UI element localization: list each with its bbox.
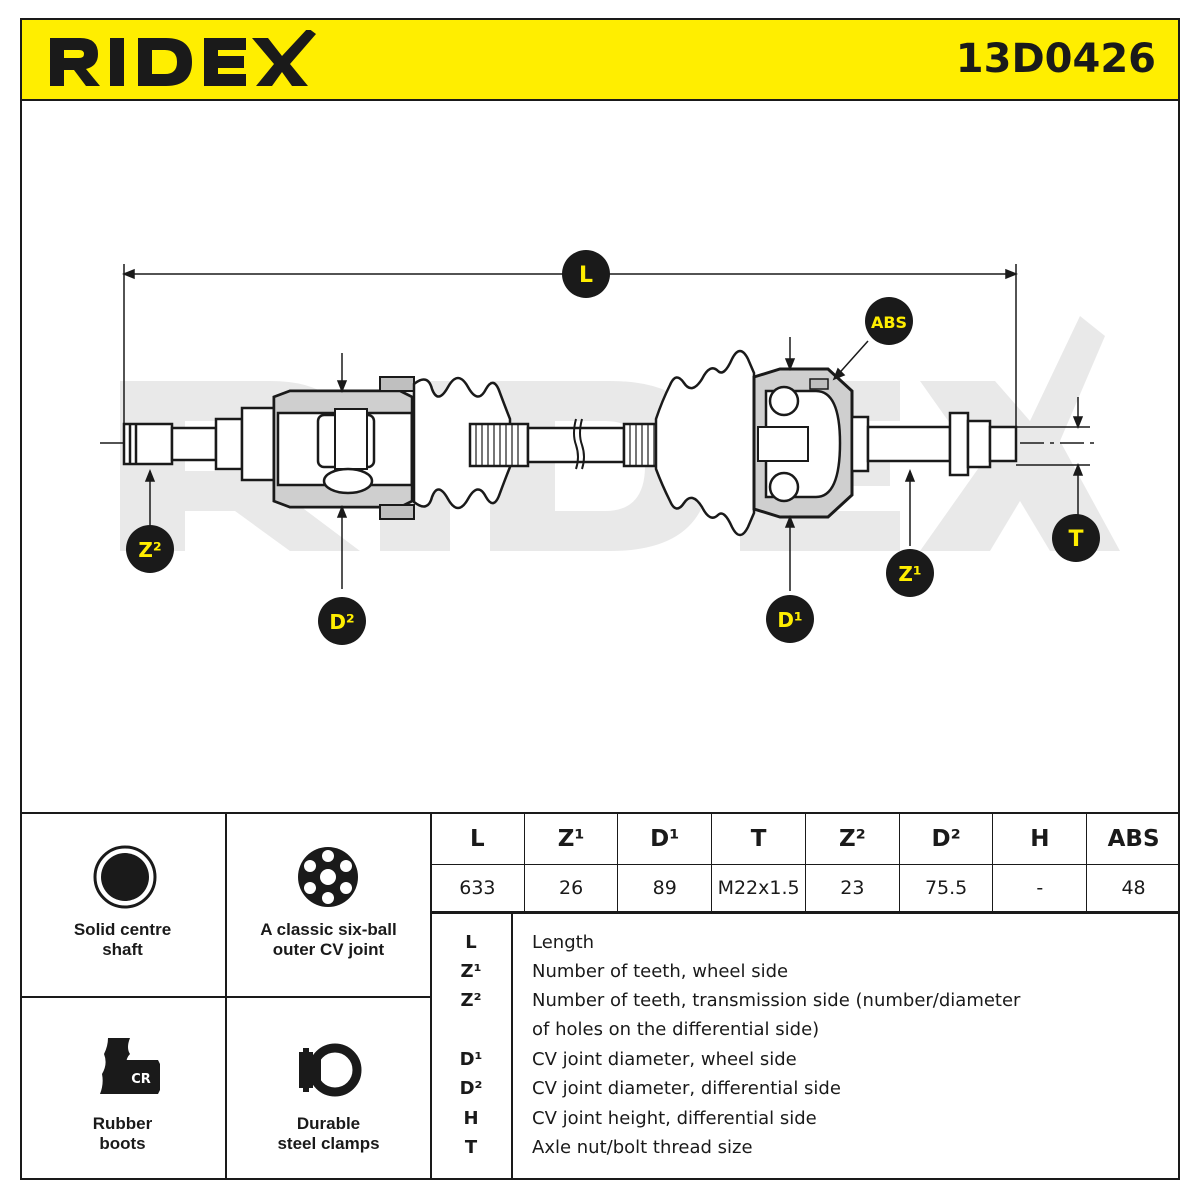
spec-value-T: M22x1.5 bbox=[711, 864, 807, 912]
spec-value-L: 633 bbox=[430, 864, 525, 912]
thread-dimension bbox=[1016, 397, 1090, 519]
legend-row: D¹ CV joint diameter, wheel side bbox=[430, 1045, 1170, 1074]
legend-row: of holes on the differential side) bbox=[430, 1015, 1170, 1044]
svg-text:T: T bbox=[1068, 527, 1083, 552]
legend-desc: CV joint diameter, wheel side bbox=[532, 1049, 797, 1070]
steel-clamp-icon bbox=[299, 1043, 362, 1097]
legend-row: T Axle nut/bolt thread size bbox=[430, 1133, 1170, 1162]
outer-cv-joint bbox=[752, 367, 854, 519]
inner-cv-joint bbox=[272, 376, 415, 520]
ridex-logo bbox=[50, 30, 316, 86]
feature-steel-clamps: Durable steel clamps bbox=[227, 998, 432, 1180]
legend-desc: CV joint height, differential side bbox=[532, 1108, 817, 1129]
legend-row: Z¹ Number of teeth, wheel side bbox=[430, 957, 1170, 986]
spec-header-H: H bbox=[992, 814, 1088, 865]
feature-solid-shaft: Solid centre shaft bbox=[20, 814, 227, 998]
specification-table: L Z¹ D¹ T Z² D² H ABS 633 26 89 M22x1.5 … bbox=[430, 814, 1180, 912]
legend-desc: Number of teeth, wheel side bbox=[532, 961, 789, 982]
rubber-boot-cr-icon: CR bbox=[100, 1038, 160, 1094]
legend-row: L Length bbox=[430, 928, 1170, 957]
spec-header-D1: D¹ bbox=[617, 814, 713, 865]
callout-D1: D¹ bbox=[766, 595, 814, 643]
legend-key: Z² bbox=[460, 990, 482, 1011]
callout-D2: D² bbox=[318, 597, 366, 645]
feature-rubber-boots: CR Rubber boots bbox=[20, 998, 227, 1180]
spec-value-row: 633 26 89 M22x1.5 23 75.5 - 48 bbox=[430, 864, 1180, 912]
outer-rubber-boot bbox=[654, 349, 756, 537]
legend-row: D² CV joint diameter, differential side bbox=[430, 1074, 1170, 1103]
callout-Z2: Z² bbox=[126, 525, 174, 573]
legend-key: L bbox=[465, 932, 477, 953]
svg-text:Z²: Z² bbox=[138, 538, 161, 562]
transmission-stub-shaft bbox=[122, 406, 276, 482]
feature-six-ball-joint: A classic six-ball outer CV joint bbox=[227, 814, 432, 998]
legend-desc: CV joint diameter, differential side bbox=[532, 1078, 841, 1099]
feature-label: Solid centre shaft bbox=[73, 920, 172, 959]
spec-header-L: L bbox=[430, 814, 525, 865]
svg-text:D¹: D¹ bbox=[777, 608, 802, 632]
legend-desc: Axle nut/bolt thread size bbox=[532, 1137, 753, 1158]
drive-shaft-drawing: L ABS Z² D² D¹ Z¹ T bbox=[100, 250, 1120, 645]
callout-L: L bbox=[562, 250, 610, 298]
legend-desc: Length bbox=[532, 932, 595, 953]
feature-label: Rubber boots bbox=[92, 1114, 153, 1153]
spec-value-Z1: 26 bbox=[523, 864, 619, 912]
callout-Z1: Z¹ bbox=[886, 549, 934, 597]
spec-value-D1: 89 bbox=[617, 864, 713, 912]
legend-row: Z² Number of teeth, transmission side (n… bbox=[430, 986, 1170, 1015]
solid-shaft-icon bbox=[93, 845, 157, 909]
svg-text:L: L bbox=[579, 263, 593, 288]
section-divider bbox=[20, 812, 1180, 814]
legend-key: T bbox=[464, 1137, 478, 1158]
spec-value-D2: 75.5 bbox=[898, 864, 994, 912]
legend-key: H bbox=[463, 1108, 479, 1129]
svg-text:ABS: ABS bbox=[871, 313, 907, 332]
legend-key: Z¹ bbox=[460, 961, 482, 982]
svg-text:D²: D² bbox=[329, 610, 354, 634]
legend-divider bbox=[511, 914, 513, 1180]
legend-desc: Number of teeth, transmission side (numb… bbox=[532, 990, 1021, 1011]
six-ball-cv-joint-icon bbox=[298, 847, 358, 907]
legend-key: D² bbox=[459, 1078, 483, 1099]
legend: L Length Z¹ Number of teeth, wheel side … bbox=[430, 912, 1180, 1180]
legend-key: D¹ bbox=[459, 1049, 483, 1070]
legend-desc: of holes on the differential side) bbox=[532, 1019, 820, 1040]
spec-header-ABS: ABS bbox=[1086, 814, 1180, 865]
spec-value-ABS: 48 bbox=[1086, 864, 1180, 912]
part-number: 13D0426 bbox=[955, 36, 1156, 82]
feature-label: Durable steel clamps bbox=[277, 1114, 380, 1153]
feature-label: A classic six-ball outer CV joint bbox=[260, 920, 397, 959]
legend-row: H CV joint height, differential side bbox=[430, 1104, 1170, 1133]
svg-text:Z¹: Z¹ bbox=[898, 562, 921, 586]
wheel-side-stub bbox=[850, 411, 1018, 477]
spec-header-T: T bbox=[711, 814, 807, 865]
spec-header-Z1: Z¹ bbox=[523, 814, 619, 865]
callout-T: T bbox=[1052, 514, 1100, 562]
header-bar: 13D0426 bbox=[20, 18, 1180, 101]
spec-header-D2: D² bbox=[898, 814, 994, 865]
svg-text:CR: CR bbox=[131, 1072, 151, 1087]
spec-header-Z2: Z² bbox=[805, 814, 900, 865]
callout-ABS: ABS bbox=[865, 297, 913, 345]
spec-value-Z2: 23 bbox=[805, 864, 900, 912]
spec-header-row: L Z¹ D¹ T Z² D² H ABS bbox=[430, 814, 1180, 865]
spec-value-H: - bbox=[992, 864, 1088, 912]
